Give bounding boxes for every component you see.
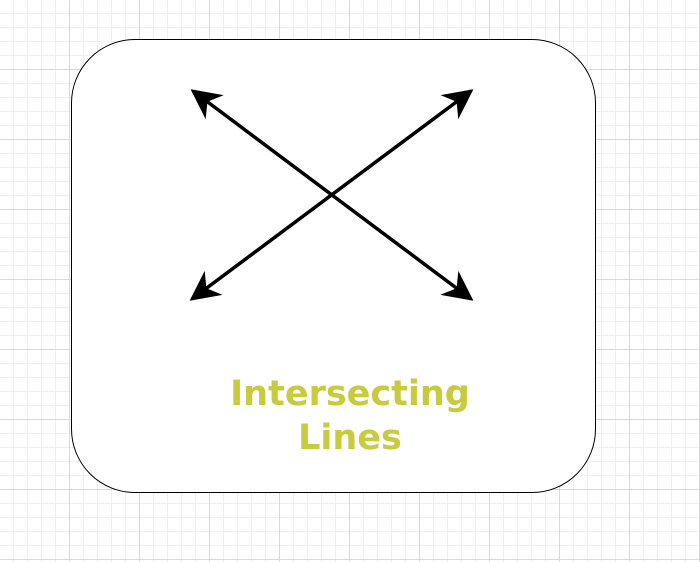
- caption-line-2: Lines: [298, 418, 402, 458]
- diagram-caption[interactable]: Intersecting Lines: [200, 372, 500, 460]
- caption-line-1: Intersecting: [230, 374, 470, 414]
